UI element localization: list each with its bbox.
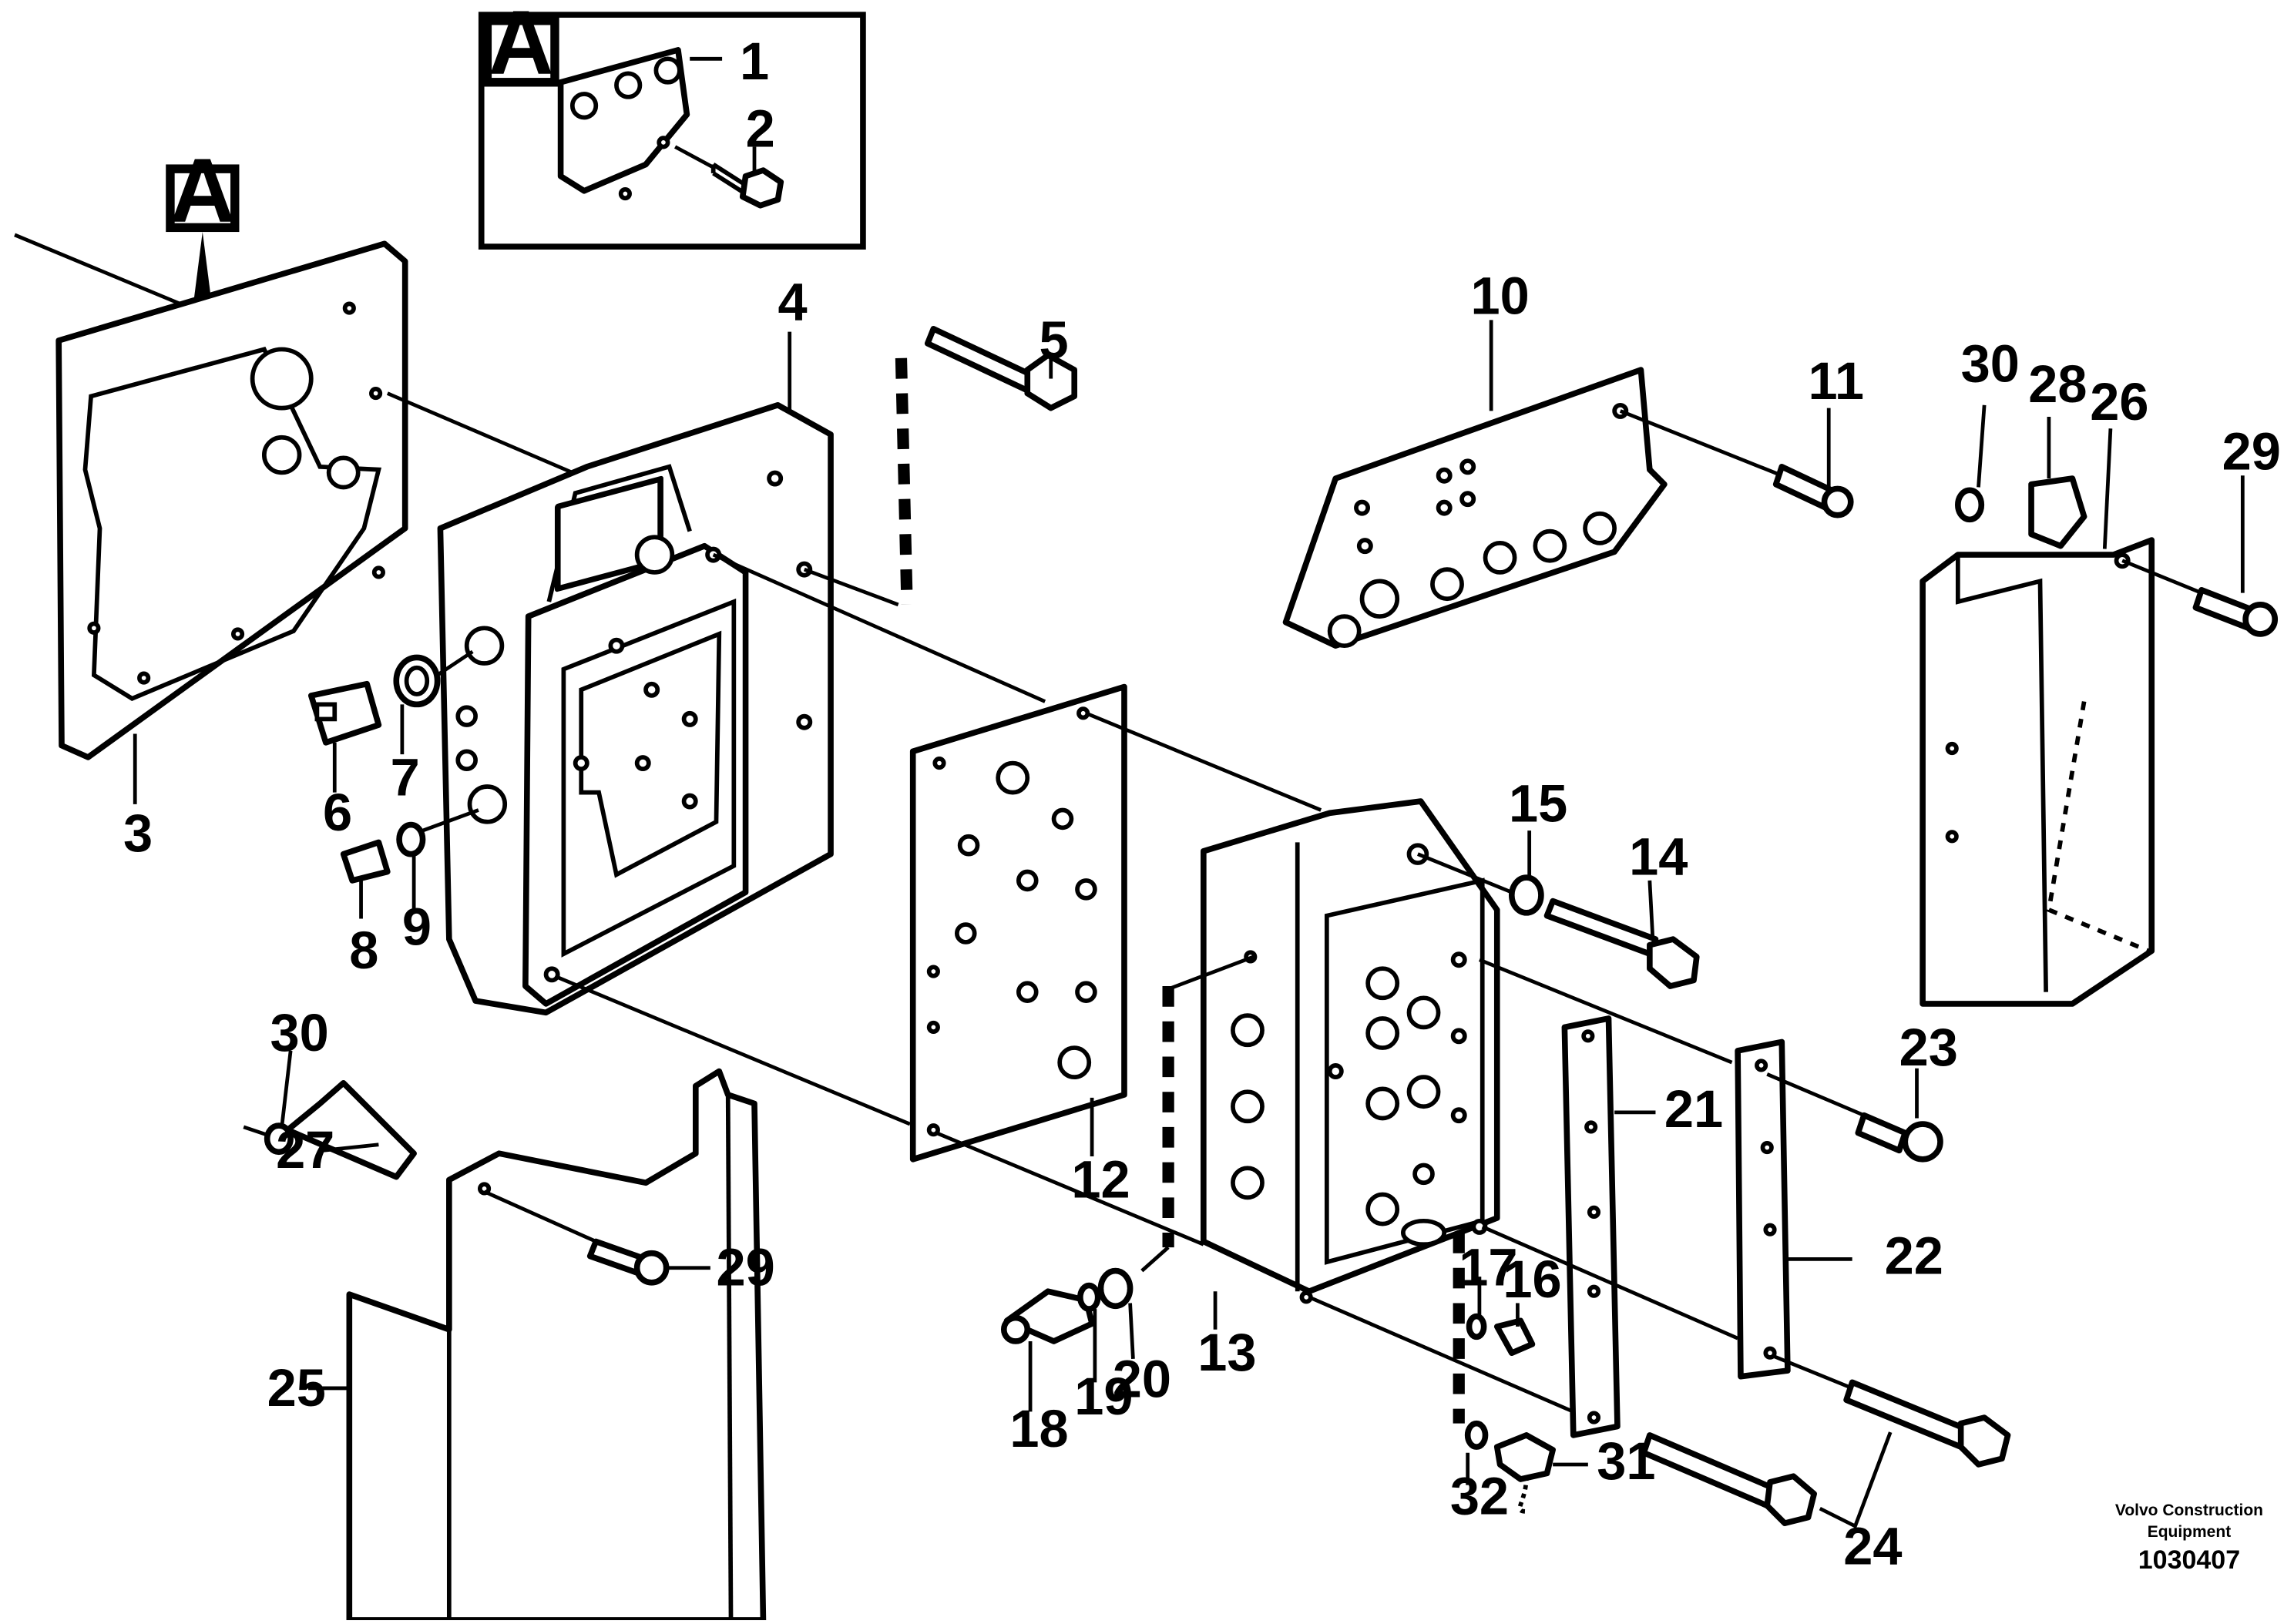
plug-6-part	[307, 680, 382, 746]
callout-12: 12	[1071, 1149, 1130, 1209]
washer-30-part	[1955, 487, 1985, 523]
washer-30b-part	[264, 1122, 294, 1156]
callout-7: 7	[391, 747, 420, 807]
bolts-24-group	[1641, 1354, 2011, 1529]
seal-32-part	[1464, 1420, 1489, 1450]
callout-3: 3	[123, 804, 153, 863]
callout-16: 16	[1503, 1250, 1561, 1309]
callout-labels: 1 2 3 4 5 6 7 8 9 10 11 12 13 14 15 16 1…	[123, 32, 2281, 1576]
bolt-5-group	[803, 325, 1078, 607]
callout-27: 27	[276, 1120, 334, 1179]
callout-14: 14	[1629, 827, 1688, 886]
bolt-24-upper-part	[1843, 1379, 1970, 1450]
callout-11: 11	[1809, 351, 1864, 411]
drawing-credit: Volvo Construction Equipment 1030407	[2115, 1500, 2263, 1577]
callout-20: 20	[1113, 1349, 1171, 1408]
callout-29-upper: 29	[2222, 422, 2281, 481]
detail-a-label: A	[489, 0, 554, 93]
plug-16-part	[1493, 1317, 1536, 1357]
washer-15-part	[1509, 874, 1544, 916]
bolt-14-group	[1417, 830, 1700, 989]
callout-26: 26	[2090, 372, 2148, 431]
bolt-2-part	[739, 167, 784, 209]
strip-21-part	[1561, 1015, 1621, 1438]
fittings-18-20-group	[1000, 1267, 1135, 1412]
callout-24: 24	[1843, 1517, 1902, 1576]
callout-23: 23	[1899, 1018, 1958, 1077]
plug-8-part	[340, 839, 391, 884]
detail-a-label-box	[482, 16, 559, 87]
callout-10: 10	[1470, 267, 1529, 326]
bolt-14-part	[1543, 898, 1659, 957]
callout-19: 19	[1074, 1367, 1133, 1426]
callout-4: 4	[778, 272, 807, 331]
credit-company-line1: Volvo Construction	[2114, 1502, 2263, 1519]
bolt-5-part	[924, 325, 1036, 394]
callout-30-upper: 30	[1961, 334, 2020, 393]
valve-housing-4-group	[437, 331, 1046, 1126]
seal-17-part	[1466, 1313, 1487, 1340]
detail-a-inset: A	[478, 0, 866, 250]
cover-25-group	[243, 1050, 767, 1623]
fittings-16-32-group	[1453, 1233, 1588, 1514]
clamp-28-part	[2028, 475, 2087, 549]
callout-32: 32	[1450, 1467, 1509, 1526]
plate-12-group	[909, 683, 1322, 1247]
seal-19-part	[1077, 1282, 1101, 1312]
callout-8: 8	[349, 921, 378, 980]
callout-1: 1	[740, 32, 769, 91]
bolt-23-part	[1855, 1112, 1909, 1154]
callout-21: 21	[1664, 1079, 1723, 1139]
callout-30-lower: 30	[270, 1003, 328, 1062]
bracket-10-part	[1282, 367, 1668, 649]
section-a-marker: A	[170, 140, 235, 242]
callout-15: 15	[1509, 774, 1567, 834]
strip-22-part	[1735, 1038, 1791, 1380]
callout-2: 2	[746, 99, 775, 159]
callout-5: 5	[1040, 310, 1069, 370]
callout-18: 18	[1009, 1399, 1068, 1458]
section-a-marker-box	[166, 164, 240, 233]
drawing-number: 1030407	[2138, 1545, 2241, 1575]
cover-plate-part	[557, 47, 690, 194]
strips-21-22-group	[1308, 958, 1852, 1438]
cover-26-group	[1920, 404, 2279, 1007]
callout-25: 25	[267, 1358, 326, 1418]
callout-6: 6	[323, 783, 352, 842]
seal-20-part	[1097, 1267, 1134, 1310]
plugs-6-9-group	[307, 649, 479, 919]
credit-company-line2: Equipment	[2147, 1523, 2232, 1541]
bracket-10-group	[1282, 320, 1854, 649]
callout-17: 17	[1459, 1238, 1517, 1297]
section-a-arrow	[193, 232, 212, 301]
callout-31: 31	[1597, 1431, 1655, 1491]
callout-28: 28	[2028, 354, 2087, 414]
seal-ring-9-part	[396, 821, 426, 857]
cover-26-part	[1920, 537, 2155, 1007]
callout-22: 22	[1885, 1226, 1943, 1285]
clamp-27-part	[284, 1079, 417, 1180]
bolt-24-lower-part	[1641, 1432, 1776, 1509]
bolt-23-group	[1766, 1068, 1943, 1163]
gasket-3-part	[55, 240, 408, 760]
fitting-31-part	[1493, 1432, 1556, 1482]
gasket-3-group: A	[14, 140, 573, 804]
callout-9: 9	[402, 898, 432, 957]
callout-13: 13	[1197, 1323, 1256, 1382]
plate-12-part	[909, 683, 1127, 1163]
callout-29-lower: 29	[716, 1238, 774, 1297]
valve-body-13-group	[1140, 798, 1500, 1330]
